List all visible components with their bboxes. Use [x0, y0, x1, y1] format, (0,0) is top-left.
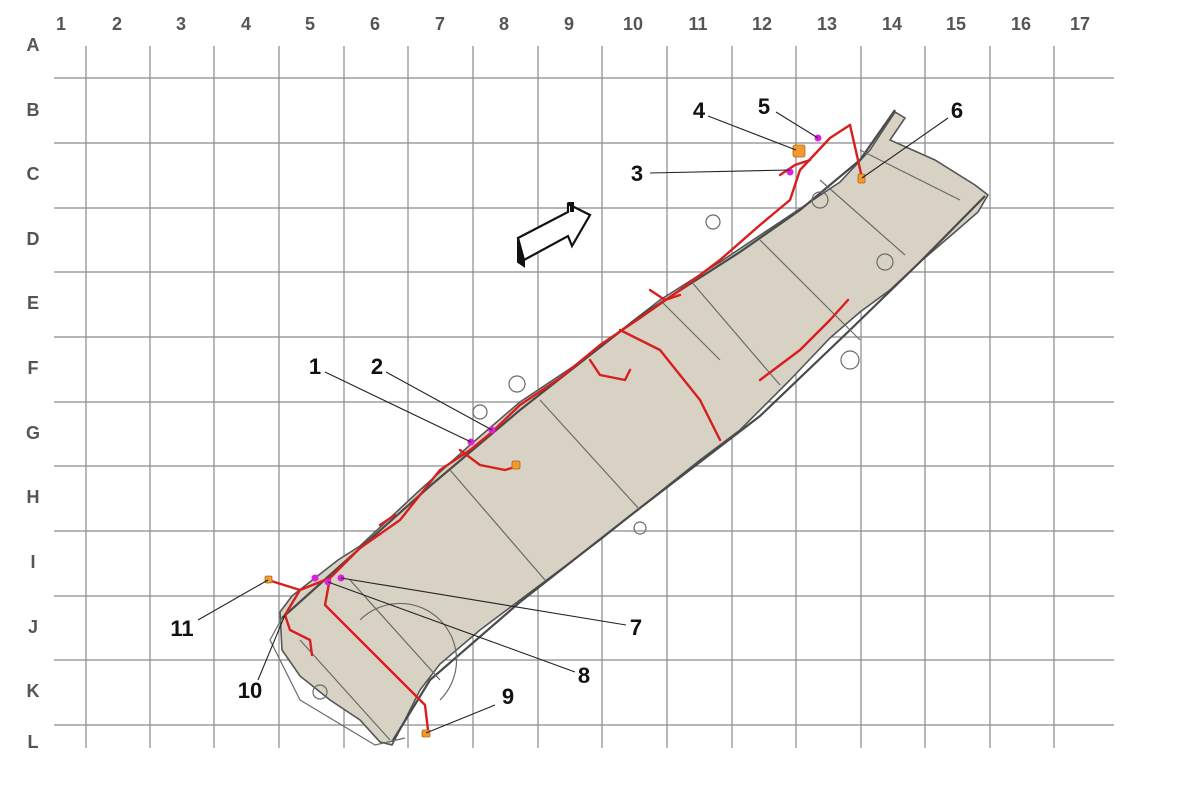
callout-11: 11 — [170, 616, 193, 641]
grid-column-label: 13 — [817, 14, 837, 34]
grid-column-label: 17 — [1070, 14, 1090, 34]
grid-column-label: 1 — [56, 14, 66, 34]
frame-spare-tire-carrier — [359, 602, 458, 701]
frame-cross-member — [299, 639, 391, 741]
leader-line-8 — [327, 581, 576, 673]
harness-branch — [588, 358, 632, 382]
leader-line-10 — [257, 614, 286, 681]
frame-mount — [508, 375, 526, 393]
harness-branch — [378, 513, 397, 527]
frame-mount — [312, 684, 328, 700]
frame-cross-member — [759, 239, 861, 341]
connector-6 — [857, 173, 866, 184]
grid-row-labels: A B C D E F G H I J K L — [26, 35, 40, 752]
connector-9 — [421, 729, 431, 738]
wiring-harness — [266, 123, 864, 732]
connector-junction — [311, 574, 319, 582]
callout-8: 8 — [578, 663, 590, 688]
frame-rear-bumper — [269, 617, 406, 746]
grid-column-label: 5 — [305, 14, 315, 34]
leader-line-1 — [324, 371, 472, 443]
harness-branch — [648, 288, 682, 302]
grid-column-label: 15 — [946, 14, 966, 34]
frame-floor-plate — [279, 110, 990, 746]
vehicle-frame — [269, 109, 990, 746]
callout-numbers: 1 2 3 4 5 6 7 8 9 10 11 — [170, 94, 963, 709]
callout-leader-lines — [197, 111, 949, 734]
grid-column-label: 9 — [564, 14, 574, 34]
grid-column-label: 14 — [882, 14, 902, 34]
grid-row-label: B — [27, 100, 40, 120]
frame-mount — [633, 521, 647, 535]
leader-line-3 — [649, 169, 791, 174]
connector-4 — [792, 144, 806, 158]
frame-cross-member — [539, 399, 641, 511]
grid-column-label: 2 — [112, 14, 122, 34]
harness-main-run — [266, 123, 852, 592]
grid-lines — [54, 46, 1114, 748]
frame-mount — [811, 191, 829, 209]
callout-1: 1 — [309, 354, 321, 379]
harness-branch — [778, 158, 812, 177]
callout-9: 9 — [502, 684, 514, 709]
frame-left-rail — [281, 109, 896, 619]
callout-2: 2 — [371, 354, 383, 379]
connector-harness-end — [511, 460, 521, 470]
harness-branch — [758, 298, 850, 382]
forward-direction-arrow-icon — [516, 202, 592, 268]
grid-row-label: H — [27, 487, 40, 507]
frame-mount — [472, 404, 488, 420]
grid-column-label: 12 — [752, 14, 772, 34]
grid-column-label: 6 — [370, 14, 380, 34]
grid-row-label: D — [27, 229, 40, 249]
leader-line-7 — [340, 577, 627, 626]
callout-6: 6 — [951, 98, 963, 123]
leader-line-5 — [775, 111, 819, 139]
callout-5: 5 — [758, 94, 770, 119]
grid-column-label: 10 — [623, 14, 643, 34]
harness-branch — [283, 588, 314, 657]
harness-branch — [618, 328, 722, 442]
leader-line-9 — [425, 704, 496, 734]
leader-line-11 — [197, 579, 269, 621]
frame-mount — [876, 253, 894, 271]
grid-column-label: 16 — [1011, 14, 1031, 34]
frame-cross-member — [659, 299, 721, 361]
frame-mount — [705, 214, 721, 230]
grid-row-label: C — [27, 164, 40, 184]
grid-row-label: E — [27, 293, 39, 313]
frame-cross-member — [349, 579, 441, 681]
callout-10: 10 — [238, 678, 262, 703]
grid-column-label: 7 — [435, 14, 445, 34]
frame-right-rail — [391, 195, 986, 743]
grid-column-label: 4 — [241, 14, 251, 34]
frame-cross-member — [689, 279, 781, 386]
grid-column-label: 11 — [688, 14, 707, 34]
leader-line-6 — [861, 117, 949, 179]
grid-row-label: A — [27, 35, 40, 55]
frame-cross-member — [449, 469, 546, 581]
harness-branch — [848, 123, 864, 180]
leader-line-4 — [707, 115, 797, 151]
harness-branch — [458, 448, 520, 472]
grid-row-label: G — [26, 423, 40, 443]
frame-mount — [840, 350, 860, 370]
leader-line-2 — [385, 371, 493, 431]
grid-row-label: J — [28, 617, 38, 637]
callout-7: 7 — [630, 615, 642, 640]
callout-3: 3 — [631, 161, 643, 186]
grid-row-label: I — [30, 552, 35, 572]
grid-column-label: 3 — [176, 14, 186, 34]
grid-row-label: K — [27, 681, 40, 701]
grid-row-label: F — [28, 358, 39, 378]
grid-column-label: 8 — [499, 14, 509, 34]
harness-branch — [323, 576, 430, 732]
frame-cross-member — [819, 179, 906, 256]
connector-11 — [264, 575, 273, 584]
frame-cross-member — [859, 149, 961, 201]
grid-column-labels: 1 2 3 4 5 6 7 8 9 10 11 12 13 14 15 16 1… — [56, 14, 1090, 34]
grid-row-label: L — [28, 732, 39, 752]
callout-4: 4 — [693, 98, 706, 123]
